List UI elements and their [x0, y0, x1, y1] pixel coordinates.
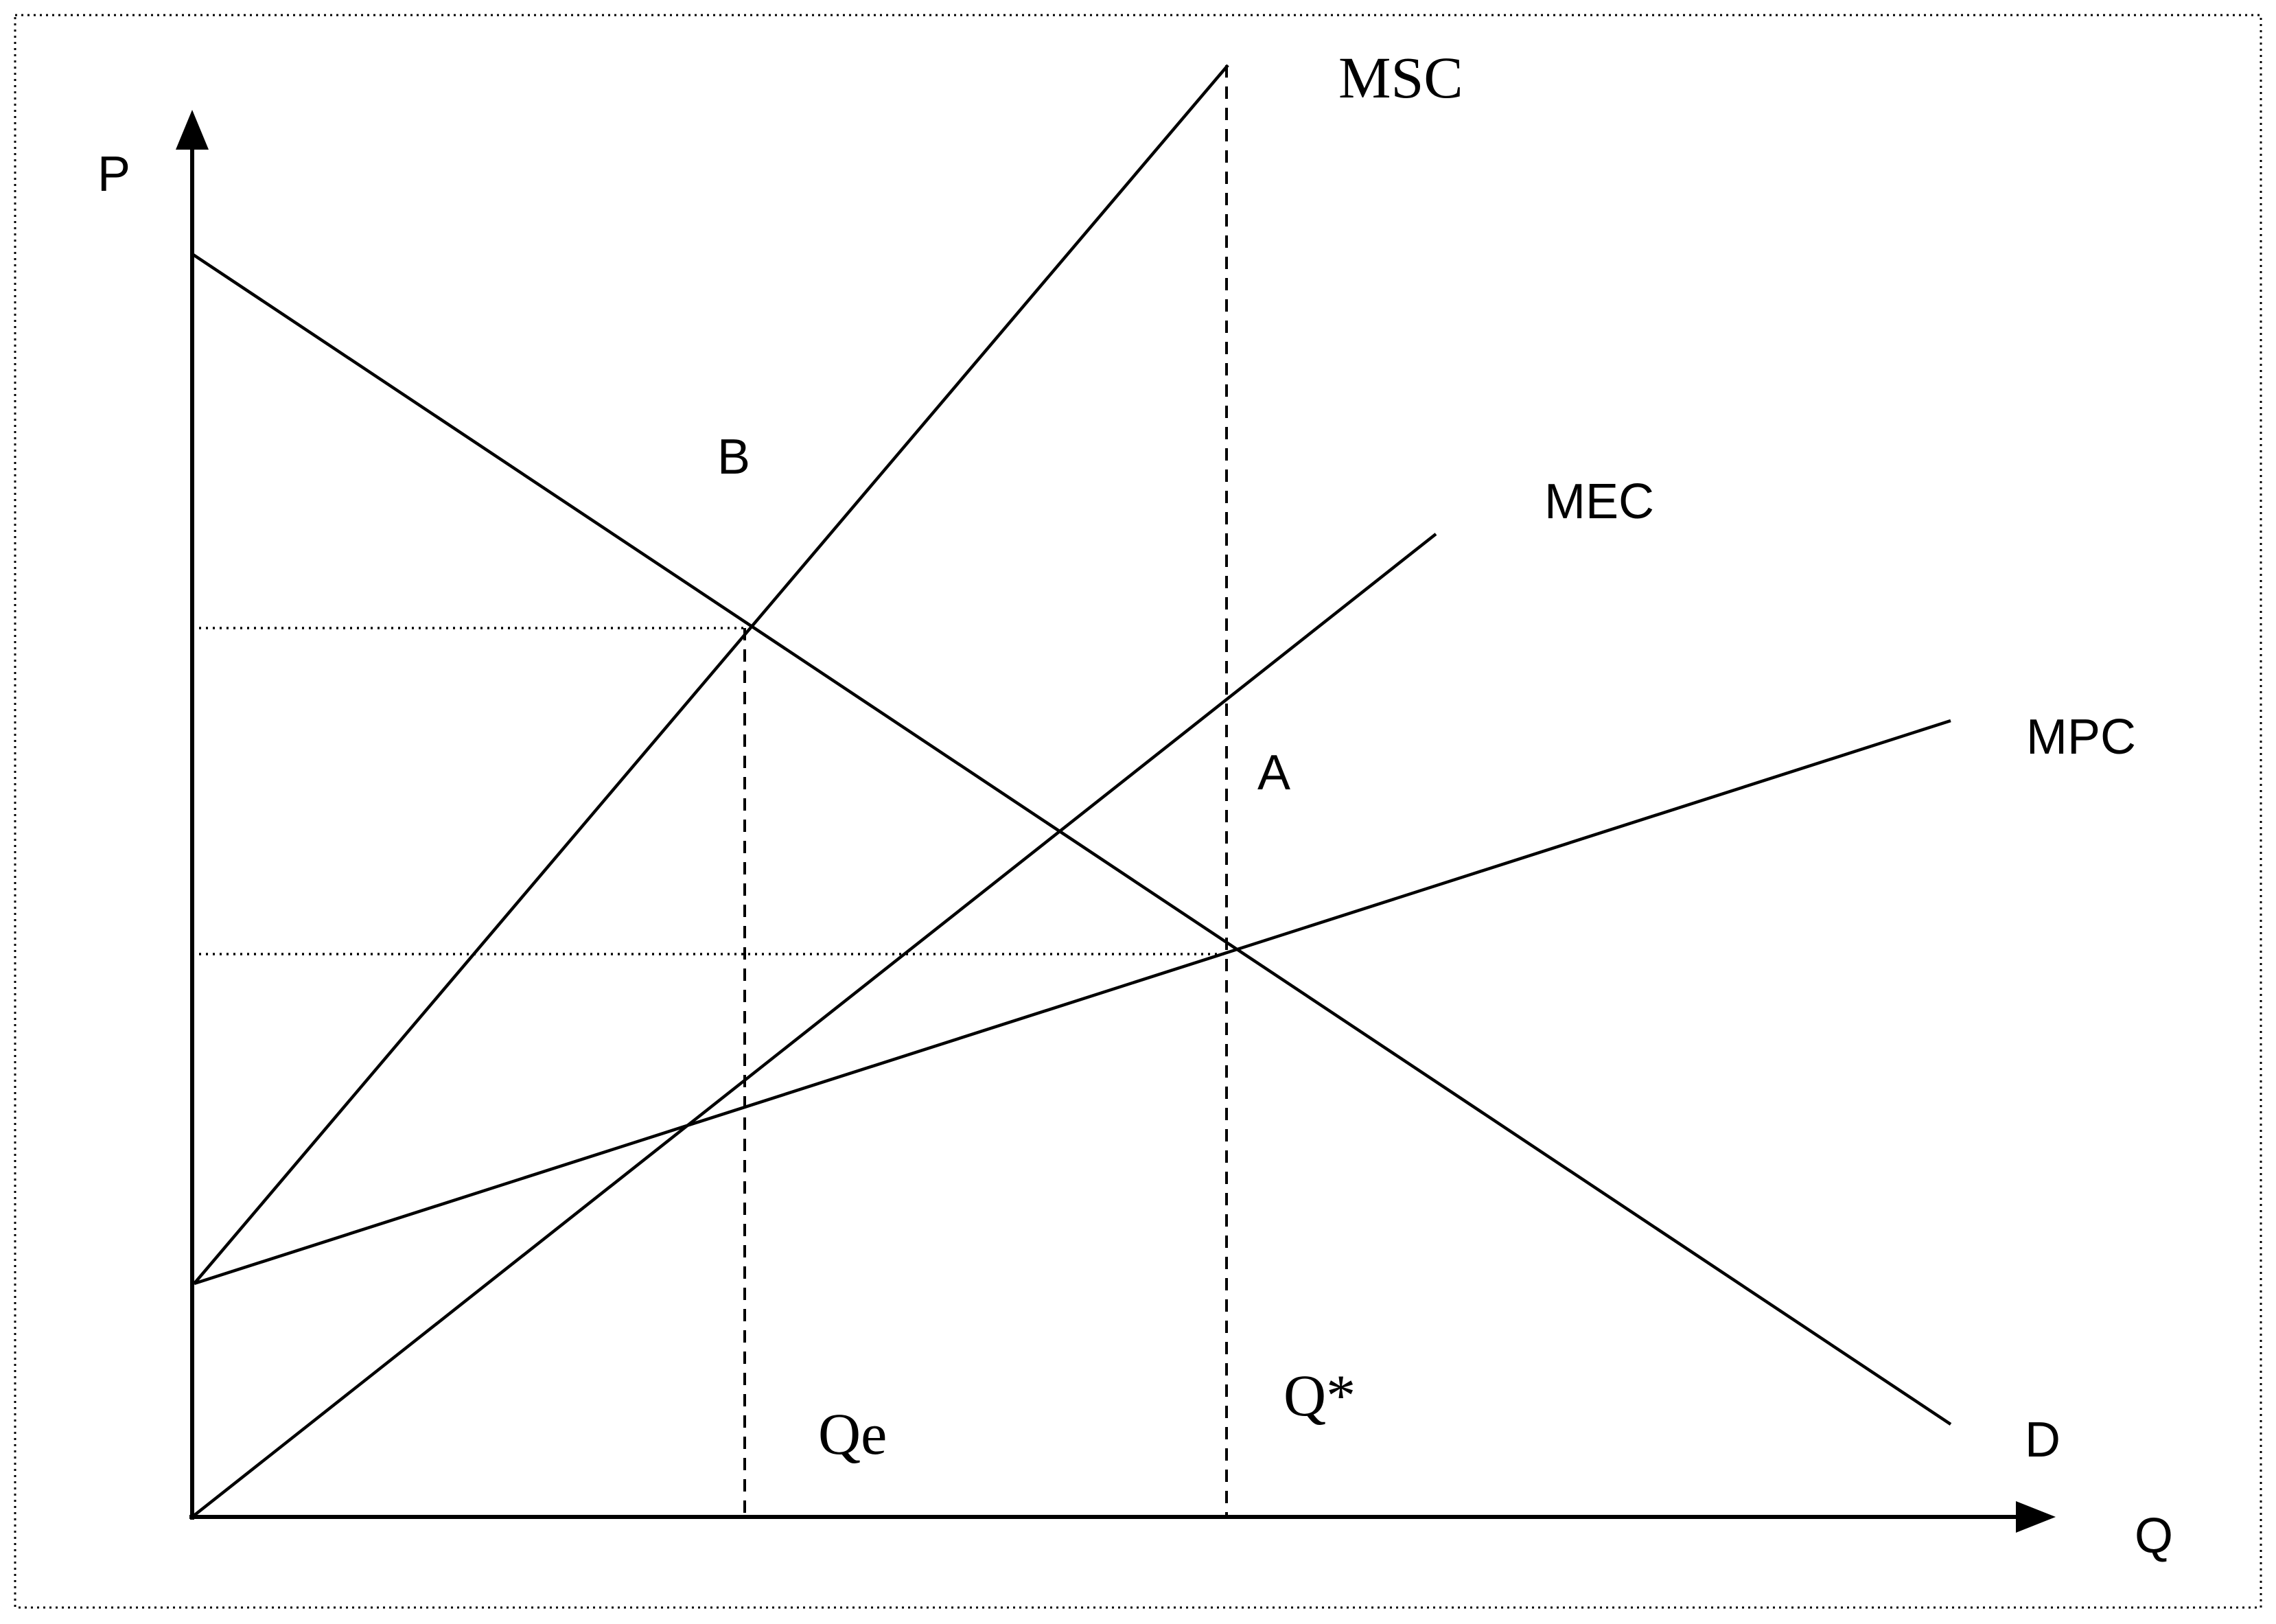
- mpc-label: MPC: [2026, 710, 2136, 765]
- demand-curve: [191, 253, 1952, 1426]
- mec-curve: [191, 533, 1437, 1518]
- msc-label: MSC: [1338, 45, 1463, 111]
- p-axis-label: P: [97, 147, 130, 202]
- point-a-label: A: [1257, 745, 1290, 800]
- y-axis-arrowhead: [176, 110, 209, 150]
- mpc-curve: [194, 719, 1951, 1286]
- x-axis-arrowhead: [2016, 1501, 2056, 1533]
- q-star-label: Q*: [1284, 1362, 1356, 1428]
- msc-curve: [193, 64, 1229, 1285]
- figure-frame: [14, 14, 2262, 1609]
- qe-label: Qe: [818, 1401, 887, 1467]
- mec-label: MEC: [1544, 474, 1654, 529]
- q-axis-label: Q: [2135, 1509, 2173, 1564]
- point-b-label: B: [717, 430, 750, 485]
- demand-label: D: [2025, 1413, 2060, 1468]
